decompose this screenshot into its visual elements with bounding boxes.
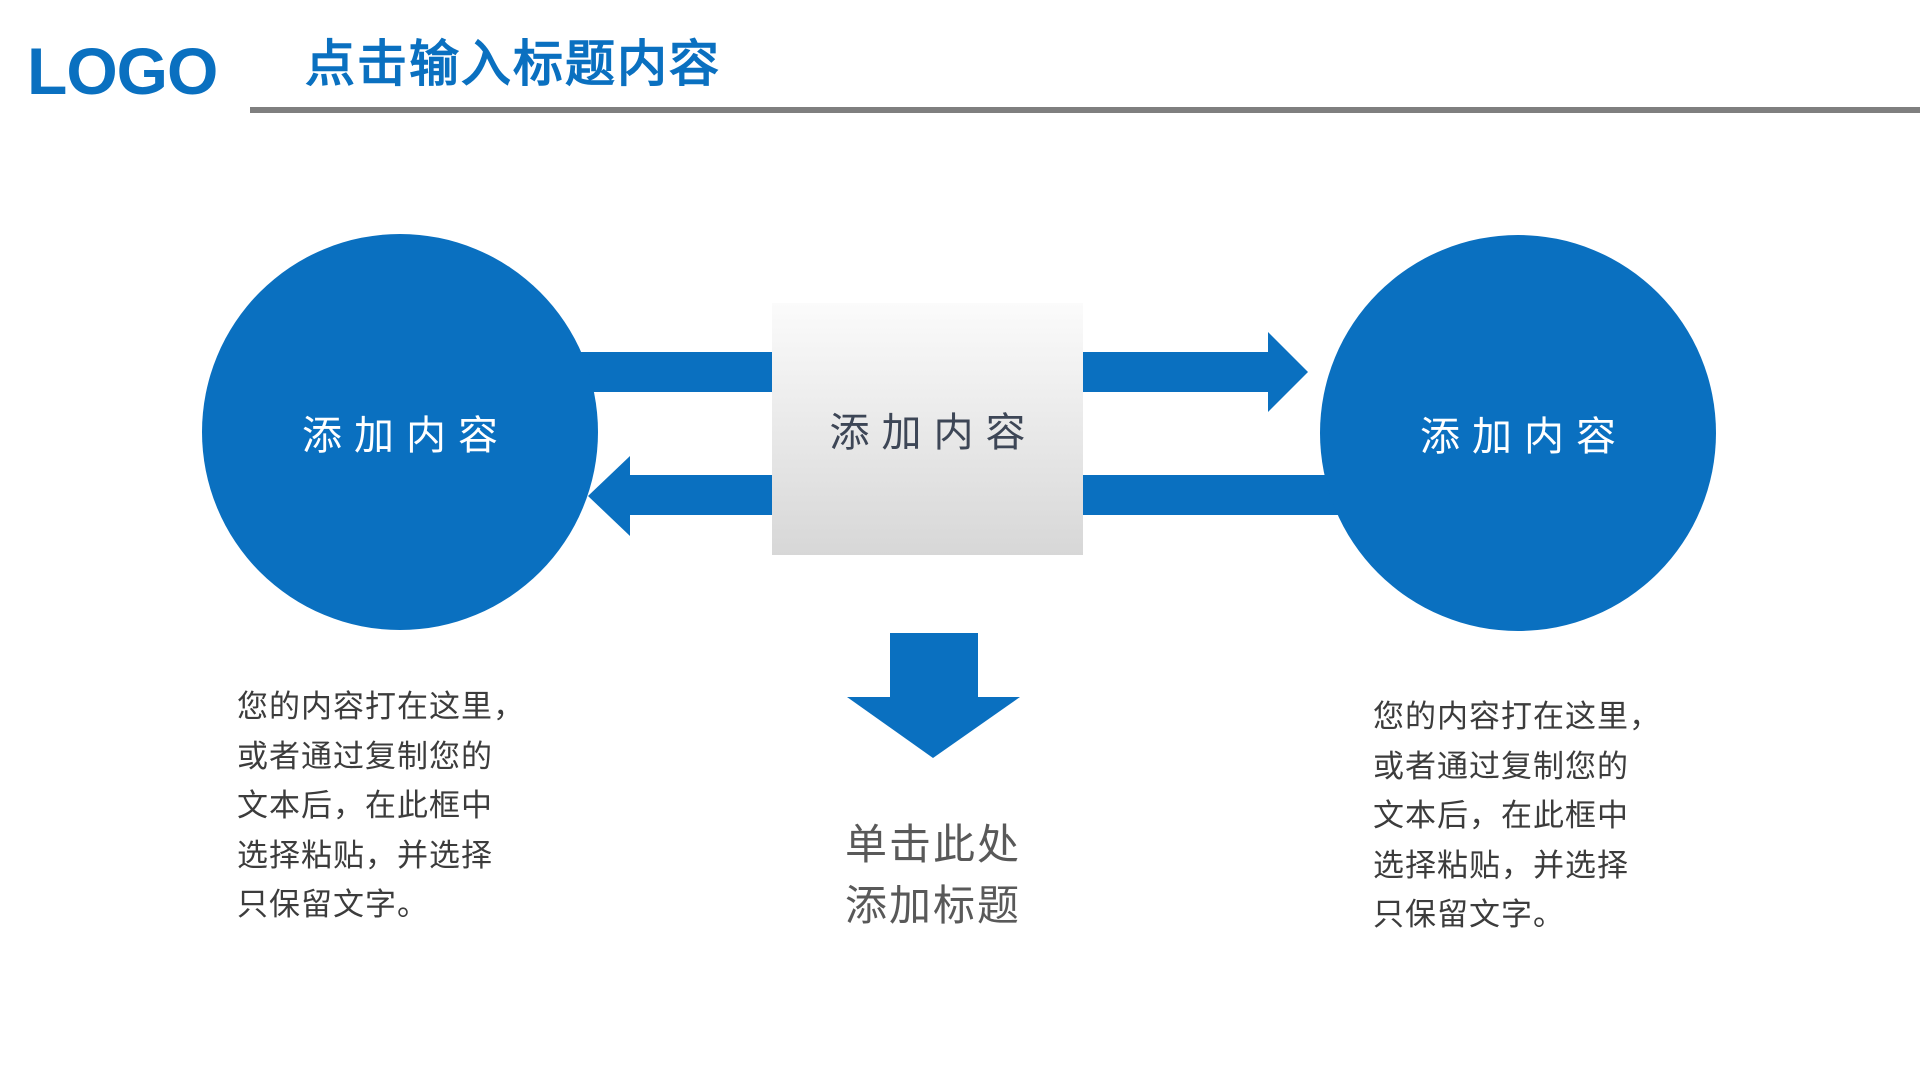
left-paragraph-placeholder[interactable]: 您的内容打在这里， 或者通过复制您的 文本后，在此框中 选择粘贴，并选择 只保留… <box>237 689 525 922</box>
right-circle-shape[interactable]: 添加内容 <box>1320 235 1716 631</box>
left-arrow-head-icon <box>588 456 630 536</box>
right-circle-label: 添加内容 <box>1420 415 1628 459</box>
down-arrow-head-icon <box>847 697 1020 758</box>
left-circle-shape[interactable]: 添加内容 <box>202 234 598 630</box>
caption-title-placeholder[interactable]: 单击此处 添加标题 <box>844 821 1021 929</box>
divider-line <box>250 107 1920 113</box>
slide-title-placeholder[interactable]: 点击输入标题内容 <box>305 36 721 92</box>
down-arrow-shaft <box>890 633 978 697</box>
right-paragraph-placeholder[interactable]: 您的内容打在这里， 或者通过复制您的 文本后，在此框中 选择粘贴，并选择 只保留… <box>1373 699 1661 932</box>
center-box-shape[interactable]: 添加内容 <box>772 303 1083 555</box>
left-circle-label: 添加内容 <box>302 414 510 458</box>
right-arrow-head-icon <box>1268 332 1308 412</box>
logo-text: LOGO <box>27 34 218 108</box>
center-box-label: 添加内容 <box>829 411 1038 455</box>
